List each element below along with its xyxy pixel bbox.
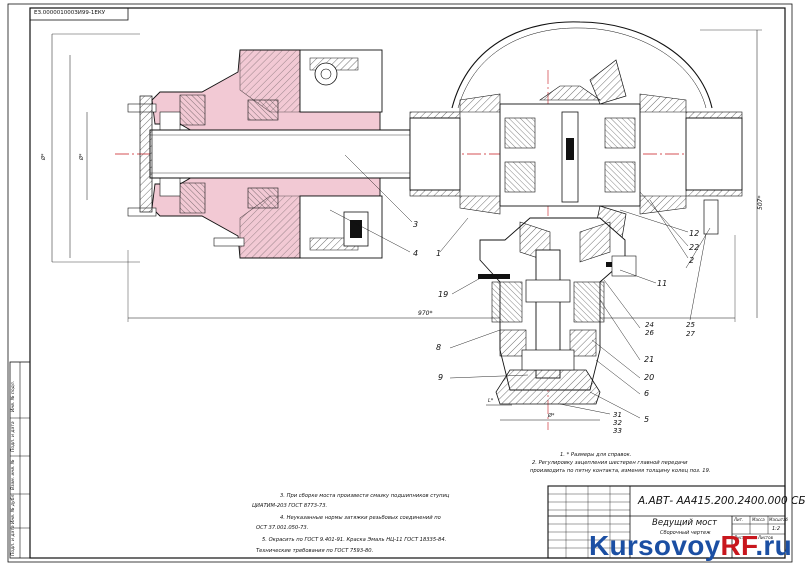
title-block-frame (547, 485, 786, 559)
side-podp-1: Подп. и дата (11, 421, 16, 452)
inner-frame (29, 7, 786, 559)
outer-frame (7, 3, 793, 563)
part-label-6: 6 (644, 389, 650, 398)
stamp-box (29, 7, 129, 21)
part-label-11: 11 (657, 279, 668, 288)
dim-bottom-a: Ø* (548, 413, 555, 419)
note-2: 2. Регулировку зацепления шестерен главн… (532, 460, 688, 466)
side-inv-dubl: Инв. № дубл. (11, 493, 16, 524)
side-vzam: Взам. инв. № (11, 459, 16, 490)
part-label-25: 25 (686, 321, 695, 329)
part-label-4: 4 (413, 249, 419, 258)
final-drive-section (451, 21, 719, 405)
note-3: 3. При сборке моста произвести смазку по… (280, 493, 450, 499)
note-4-cont: ОСТ 37.001.050-73. (256, 525, 309, 531)
title-mass: Масса (752, 517, 765, 522)
dim-height: 507* (757, 195, 764, 210)
dim-left-a: Ø* (41, 153, 47, 160)
dim-left-b: Ø* (79, 153, 85, 160)
part-label-33: 33 (613, 427, 622, 435)
part-label-32: 32 (613, 419, 622, 427)
dim-bottom-b: L* (488, 398, 494, 404)
side-podp-2: Подп. и дата (11, 525, 16, 556)
part-label-21: 21 (644, 355, 655, 364)
part-label-24: 24 (645, 321, 654, 329)
part-label-2: 2 (689, 256, 695, 265)
drawing-name: Ведущий мост (652, 518, 717, 528)
drawing-stamp: ЕЗ.000001000ЗИ99-1ЕКУ (34, 10, 106, 16)
part-label-5: 5 (644, 415, 650, 424)
site-watermark: KursovoyRF.ru (588, 530, 792, 561)
part-label-3: 3 (413, 220, 419, 229)
part-label-12: 12 (689, 229, 700, 238)
part-label-9: 9 (438, 373, 444, 382)
drawing-subtitle: Сборочный чертеж (660, 530, 711, 536)
drawing-designation: А.АВТ- АА415.200.2400.000 СБ (638, 495, 806, 507)
part-label-1: 1 (436, 249, 442, 258)
note-3-cont: ЦИАТИМ-203 ГОСТ 8773-73. (252, 503, 328, 509)
part-label-26: 26 (645, 329, 654, 337)
side-inv-podl: Инв. № подл. (11, 380, 16, 412)
dim-length: 970* (418, 310, 433, 317)
axle-housing (409, 111, 743, 197)
part-label-8: 8 (436, 343, 442, 352)
part-label-31: 31 (613, 411, 622, 419)
leader-lines (329, 154, 711, 419)
title-scale-label: Масштаб (769, 517, 789, 522)
note-4: 4. Неуказанные нормы затяжки резьбовых с… (280, 515, 441, 521)
title-scale: 1:2 (772, 526, 781, 532)
title-sheet: Лист (734, 535, 745, 540)
part-label-20: 20 (644, 373, 655, 382)
wheel-hub-section (127, 49, 411, 259)
note-6: Технические требования по ГОСТ 7593-80. (256, 548, 374, 554)
note-5: 5. Окрасить по ГОСТ 9.401-91. Краска Эма… (262, 537, 447, 543)
note-1: 1. * Размеры для справок. (560, 452, 632, 458)
title-sheets: Листов (758, 535, 773, 540)
title-lit: Лит. (734, 517, 744, 522)
note-2-cont: производить по пятну контакта, изменяя т… (530, 468, 711, 474)
part-label-27: 27 (686, 330, 695, 338)
part-label-19: 19 (438, 290, 449, 299)
part-label-22: 22 (689, 243, 700, 252)
